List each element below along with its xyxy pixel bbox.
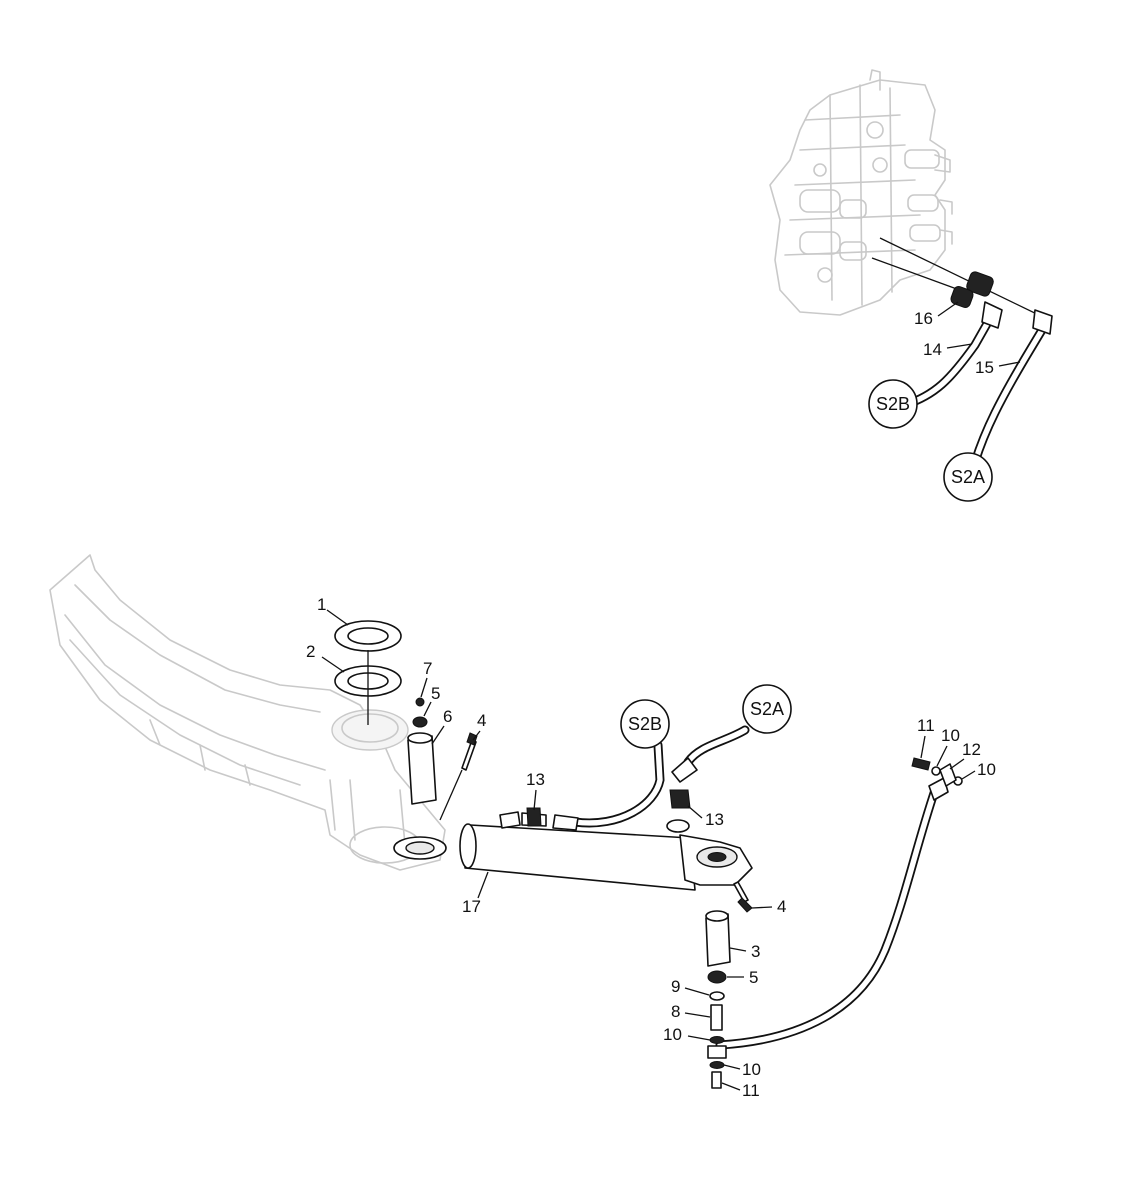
cylinder-17 — [459, 811, 753, 891]
callout-17: 17 — [462, 897, 481, 916]
svg-text:S2B: S2B — [628, 714, 662, 734]
callout-4-lower: 4 — [777, 897, 786, 916]
callout-10-left: 10 — [663, 1025, 682, 1044]
callout-1: 1 — [317, 595, 326, 614]
callout-14: 14 — [923, 340, 942, 359]
svg-text:S2A: S2A — [750, 699, 784, 719]
callout-15: 15 — [975, 358, 994, 377]
svg-text:S2A: S2A — [951, 467, 985, 487]
adapter-16-upper — [950, 271, 994, 308]
connector-s2b-top: S2B — [868, 379, 918, 429]
top-hose-assembly — [871, 237, 1053, 467]
callout-3: 3 — [751, 942, 760, 961]
callout-7: 7 — [423, 659, 432, 678]
boom-arm-ghost — [49, 554, 446, 871]
control-valve-ghost — [769, 69, 953, 316]
callout-5-lower: 5 — [749, 968, 758, 987]
right-long-hose — [715, 757, 963, 1050]
callout-5-upper: 5 — [431, 684, 440, 703]
cylinder-hoses — [526, 725, 750, 833]
callout-11-upper: 11 — [917, 716, 935, 735]
callout-12: 12 — [962, 740, 981, 759]
svg-text:S2B: S2B — [876, 394, 910, 414]
connector-s2a-top: S2A — [943, 452, 993, 502]
callout-13-right: 13 — [705, 810, 724, 829]
callout-13-left: 13 — [526, 770, 545, 789]
callout-2: 2 — [306, 642, 315, 661]
pivot-parts — [334, 620, 478, 860]
callout-10-upper-right: 10 — [977, 760, 996, 779]
callout-6: 6 — [443, 707, 452, 726]
callout-9: 9 — [671, 977, 680, 996]
lower-pin-stack — [705, 881, 753, 1089]
callout-11-lower: 11 — [742, 1081, 760, 1100]
connector-s2a-bottom: S2A — [742, 684, 792, 734]
callout-16: 16 — [914, 309, 933, 328]
callout-10-lower: 10 — [742, 1060, 761, 1079]
callout-8: 8 — [671, 1002, 680, 1021]
callouts: 1 2 7 5 6 4 13 13 17 4 3 5 9 8 10 10 11 … — [306, 301, 1021, 1100]
callout-4-upper: 4 — [477, 711, 486, 730]
callout-10-upper-left: 10 — [941, 726, 960, 745]
connector-s2b-bottom: S2B — [620, 699, 670, 749]
